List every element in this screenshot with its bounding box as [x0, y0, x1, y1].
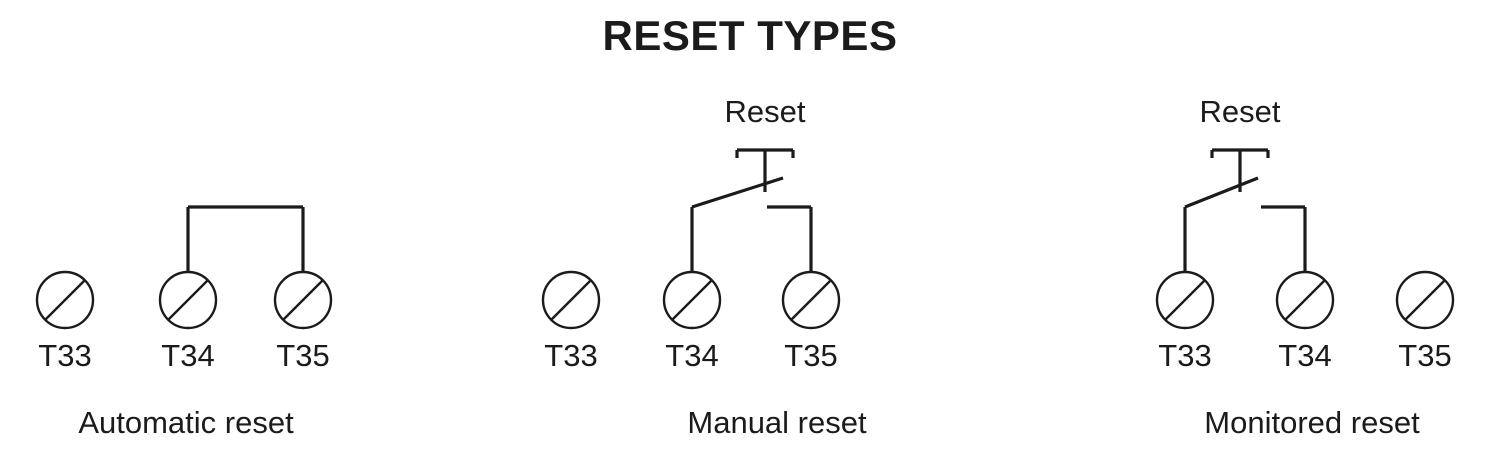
- terminal-label-t33: T33: [1158, 338, 1211, 373]
- switch-lead-to-t35: [767, 205, 813, 272]
- terminal-label-t34: T34: [1278, 338, 1331, 373]
- switch-lead-to-t34: [1261, 205, 1307, 272]
- screw-slot-icon: [1404, 279, 1446, 321]
- screw-slot-icon: [1164, 279, 1206, 321]
- terminal-t35: [781, 270, 841, 330]
- terminal-label-t35: T35: [784, 338, 837, 373]
- terminal-label-t35: T35: [1398, 338, 1451, 373]
- switch-contact-blade: [691, 176, 784, 209]
- switch-label-reset: Reset: [1200, 94, 1281, 129]
- screw-slot-icon: [671, 279, 713, 321]
- terminal-label-t33: T33: [38, 338, 91, 373]
- bridge-wire-t34-t35: [186, 205, 305, 272]
- reset-group-monitored: Reset T33 T34 T35 Monitored reset: [1090, 80, 1500, 455]
- terminal-t33: [1155, 270, 1215, 330]
- terminal-t35: [1395, 270, 1455, 330]
- terminal-label-t34: T34: [161, 338, 214, 373]
- terminal-t35: [273, 270, 333, 330]
- monitored-reset-schematic: Reset T33 T34 T35 Monitored reset: [1155, 94, 1455, 440]
- terminal-t34: [662, 270, 722, 330]
- terminal-label-t34: T34: [665, 338, 718, 373]
- screw-slot-icon: [550, 279, 592, 321]
- group-caption-monitored: Monitored reset: [1204, 405, 1420, 440]
- group-caption-automatic: Automatic reset: [78, 405, 294, 440]
- group-caption-manual: Manual reset: [687, 405, 867, 440]
- screw-slot-icon: [44, 279, 86, 321]
- screw-slot-icon: [282, 279, 324, 321]
- screw-slot-icon: [167, 279, 209, 321]
- switch-contact-blade: [1184, 176, 1259, 209]
- screw-slot-icon: [790, 279, 832, 321]
- screw-slot-icon: [1284, 279, 1326, 321]
- terminal-t33: [541, 270, 601, 330]
- page-title: RESET TYPES: [602, 12, 898, 59]
- terminal-t33: [35, 270, 95, 330]
- terminal-t34: [158, 270, 218, 330]
- manual-reset-schematic: Reset T33 T34 T35 Manual reset: [541, 94, 867, 440]
- reset-group-automatic: T33 T34 T35 Automatic reset: [0, 80, 400, 455]
- terminal-label-t35: T35: [276, 338, 329, 373]
- terminal-label-t33: T33: [544, 338, 597, 373]
- automatic-reset-schematic: T33 T34 T35 Automatic reset: [35, 205, 333, 440]
- reset-group-manual: Reset T33 T34 T35 Manual reset: [541, 80, 975, 455]
- switch-label-reset: Reset: [725, 94, 806, 129]
- terminal-t34: [1275, 270, 1335, 330]
